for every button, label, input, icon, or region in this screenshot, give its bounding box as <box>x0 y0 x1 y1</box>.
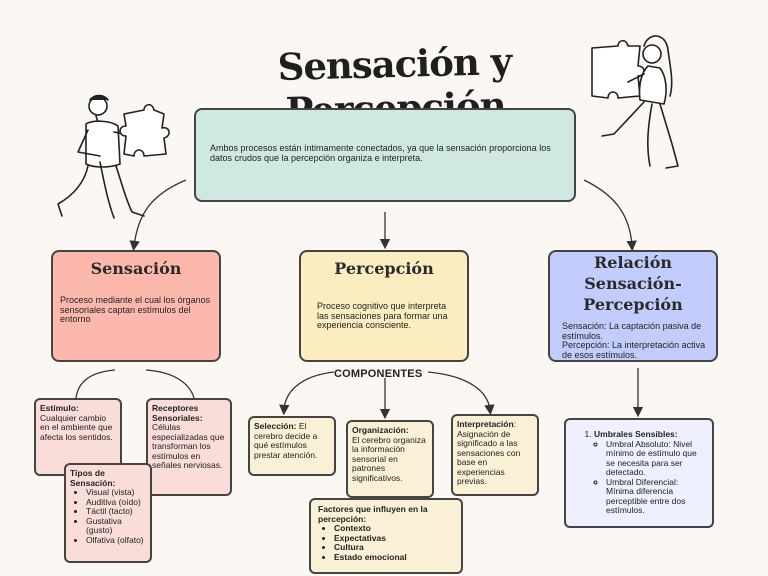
intro-box: Ambos procesos están íntimamente conecta… <box>194 108 576 202</box>
list-item: Umbral Diferencial: Mínima diferencia pe… <box>606 477 708 516</box>
percepcion-title: Percepción <box>334 259 434 278</box>
relacion-text: Sensación: La captación pasiva de estímu… <box>562 321 708 360</box>
list-item: Expectativas <box>334 533 454 544</box>
umbrales-sublist: Umbral Absoluto: Nivel mínimo de estímul… <box>594 439 708 516</box>
relacion-text-percepcion: Percepción: La interpretación activa de … <box>562 340 706 360</box>
estimulo-text: Cualquier cambio en el ambiente que afec… <box>40 412 113 442</box>
list-item: Contexto <box>334 523 454 534</box>
list-item: Visual (vista) <box>86 487 146 498</box>
person-with-puzzle-right-illustration <box>591 35 679 169</box>
sensacion-branch-left <box>75 369 116 399</box>
factores-list: Contexto Expectativas Cultura Estado emo… <box>318 523 454 563</box>
interpretacion-text: : Asignación de significado a las sensac… <box>457 419 521 486</box>
list-item: Cultura <box>334 542 454 553</box>
factores-title: Factores que influyen en la percepción: <box>318 504 428 524</box>
receptores-box: Receptores Sensoriales: Células especial… <box>146 398 232 496</box>
interpretacion-title: Interpretación <box>457 419 514 429</box>
list-item: Umbrales Sensibles: Umbral Absoluto: Niv… <box>594 429 708 516</box>
arrow-to-sensacion <box>129 179 187 252</box>
relacion-title: Relación Sensación-Percepción <box>583 253 683 314</box>
estimulo-title: Estímulo: <box>40 403 79 413</box>
receptores-title: Receptores Sensoriales: <box>152 403 203 423</box>
arrow-to-relacion <box>583 179 637 252</box>
comp-branch-right <box>427 371 495 416</box>
list-item: Gustativa (gusto) <box>86 516 146 536</box>
tipos-box: Tipos de Sensación: Visual (vista) Audit… <box>64 463 152 563</box>
percepcion-text: Proceso cognitivo que interpreta las sen… <box>317 301 448 330</box>
componentes-label: COMPONENTES <box>334 368 423 380</box>
percepcion-box: Percepción Proceso cognitivo que interpr… <box>299 250 469 362</box>
seleccion-box: Selección: El cerebro decide a qué estím… <box>248 416 336 476</box>
list-item: Umbral Absoluto: Nivel mínimo de estímul… <box>606 439 708 478</box>
sensacion-box: Sensación Proceso mediante el cual los ó… <box>51 250 221 362</box>
intro-text: Ambos procesos están íntimamente conecta… <box>210 143 551 163</box>
comp-branch-left <box>279 371 335 416</box>
relacion-box: Relación Sensación-Percepción Sensación:… <box>548 250 718 362</box>
umbrales-box: Umbrales Sensibles: Umbral Absoluto: Niv… <box>564 418 714 528</box>
sensacion-branch-right <box>145 369 195 399</box>
organizacion-box: Organización: El cerebro organiza la inf… <box>346 420 434 498</box>
receptores-text: Células especializadas que transforman l… <box>152 422 225 470</box>
list-item: Olfativa (olfato) <box>86 535 146 546</box>
umbrales-title: Umbrales Sensibles: <box>594 429 678 439</box>
list-item: Auditiva (oído) <box>86 497 146 508</box>
factores-box: Factores que influyen en la percepción: … <box>309 498 463 574</box>
organizacion-text: El cerebro organiza la información senso… <box>352 434 426 483</box>
seleccion-text: El cerebro decide a qué estímulos presta… <box>254 421 318 460</box>
umbrales-list: Umbrales Sensibles: Umbral Absoluto: Niv… <box>572 429 708 516</box>
tipos-list: Visual (vista) Auditiva (oído) Táctil (t… <box>70 487 146 546</box>
tipos-title: Tipos de Sensación: <box>70 468 116 488</box>
sensacion-title: Sensación <box>90 259 182 278</box>
organizacion-title: Organización: <box>352 425 409 435</box>
list-item: Táctil (tacto) <box>86 506 146 517</box>
relacion-text-sensacion: Sensación: La captación pasiva de estímu… <box>562 321 702 341</box>
seleccion-title: Selección: <box>254 421 297 431</box>
sensacion-text: Proceso mediante el cual los órganos sen… <box>60 295 211 324</box>
person-with-puzzle-left-illustration <box>57 94 170 219</box>
list-item: Estado emocional <box>334 552 454 563</box>
interpretacion-box: Interpretación: Asignación de significad… <box>451 414 539 496</box>
